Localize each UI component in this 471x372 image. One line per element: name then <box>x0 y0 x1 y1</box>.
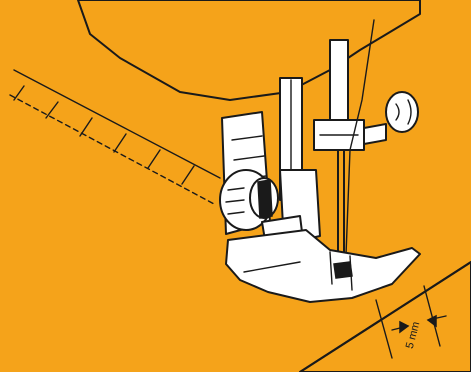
illustration-canvas: 5 mm <box>0 0 471 372</box>
sewing-illustration: 5 mm <box>0 0 471 372</box>
